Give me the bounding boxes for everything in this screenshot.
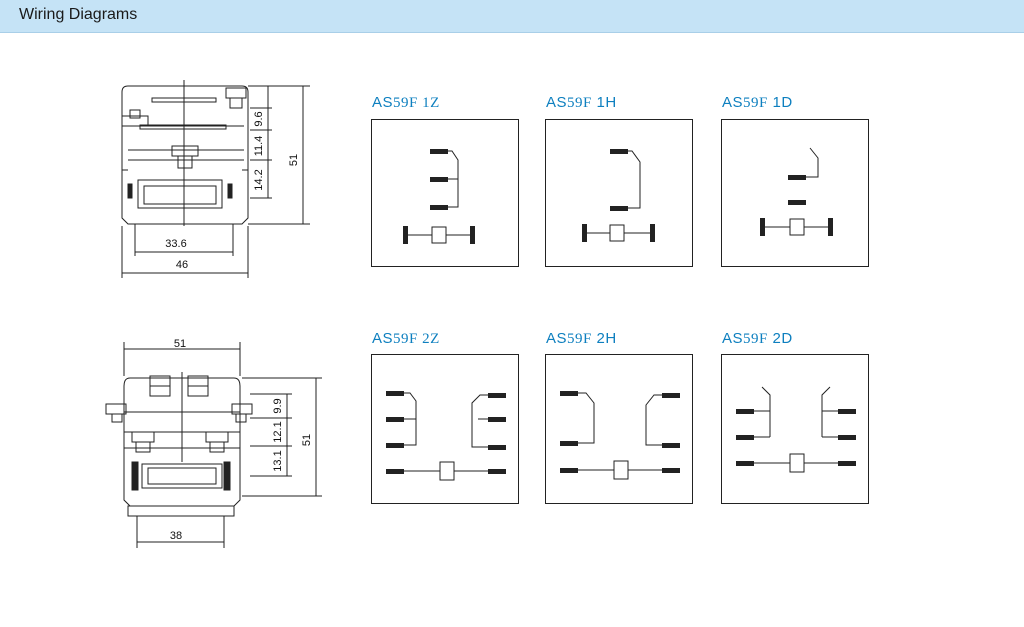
dim-bottom-d1: 9.9 <box>272 398 284 413</box>
wiring-diagram-2z <box>371 354 519 504</box>
label-1h: AS59F 1H <box>546 94 617 111</box>
page-title: Wiring Diagrams <box>19 6 138 23</box>
label-2h: AS59F 2H <box>546 330 617 347</box>
relay-outline-1z <box>121 80 249 226</box>
label-2z: AS59F 2Z <box>372 330 440 347</box>
label-2d: AS59F 2D <box>722 330 793 347</box>
dim-top-height: 51 <box>288 154 300 166</box>
dim-top-d2: 11.4 <box>253 136 265 157</box>
dim-top-d3: 14.2 <box>253 169 265 190</box>
wiring-diagram-1z <box>371 119 519 267</box>
dim-bottom-width-top: 51 <box>174 338 186 350</box>
dim-bottom-height: 51 <box>301 434 313 446</box>
dim-top-inner-width: 33.6 <box>165 238 186 250</box>
label-1z: AS59F 1Z <box>372 94 440 111</box>
dim-bottom-d2: 12.1 <box>272 421 284 442</box>
header-bar: Wiring Diagrams <box>0 0 1024 33</box>
dim-bottom-inner-width: 38 <box>170 530 182 542</box>
wiring-diagram-2h <box>545 354 693 504</box>
label-1d: AS59F 1D <box>722 94 793 111</box>
dim-top-d1: 9.6 <box>253 111 265 126</box>
relay-outline-2z <box>105 372 253 517</box>
wiring-diagram-1d <box>721 119 869 267</box>
dim-top-width: 46 <box>176 259 188 271</box>
wiring-diagram-1h <box>545 119 693 267</box>
wiring-diagram-2d <box>721 354 869 504</box>
dim-bottom-d3: 13.1 <box>272 450 284 471</box>
